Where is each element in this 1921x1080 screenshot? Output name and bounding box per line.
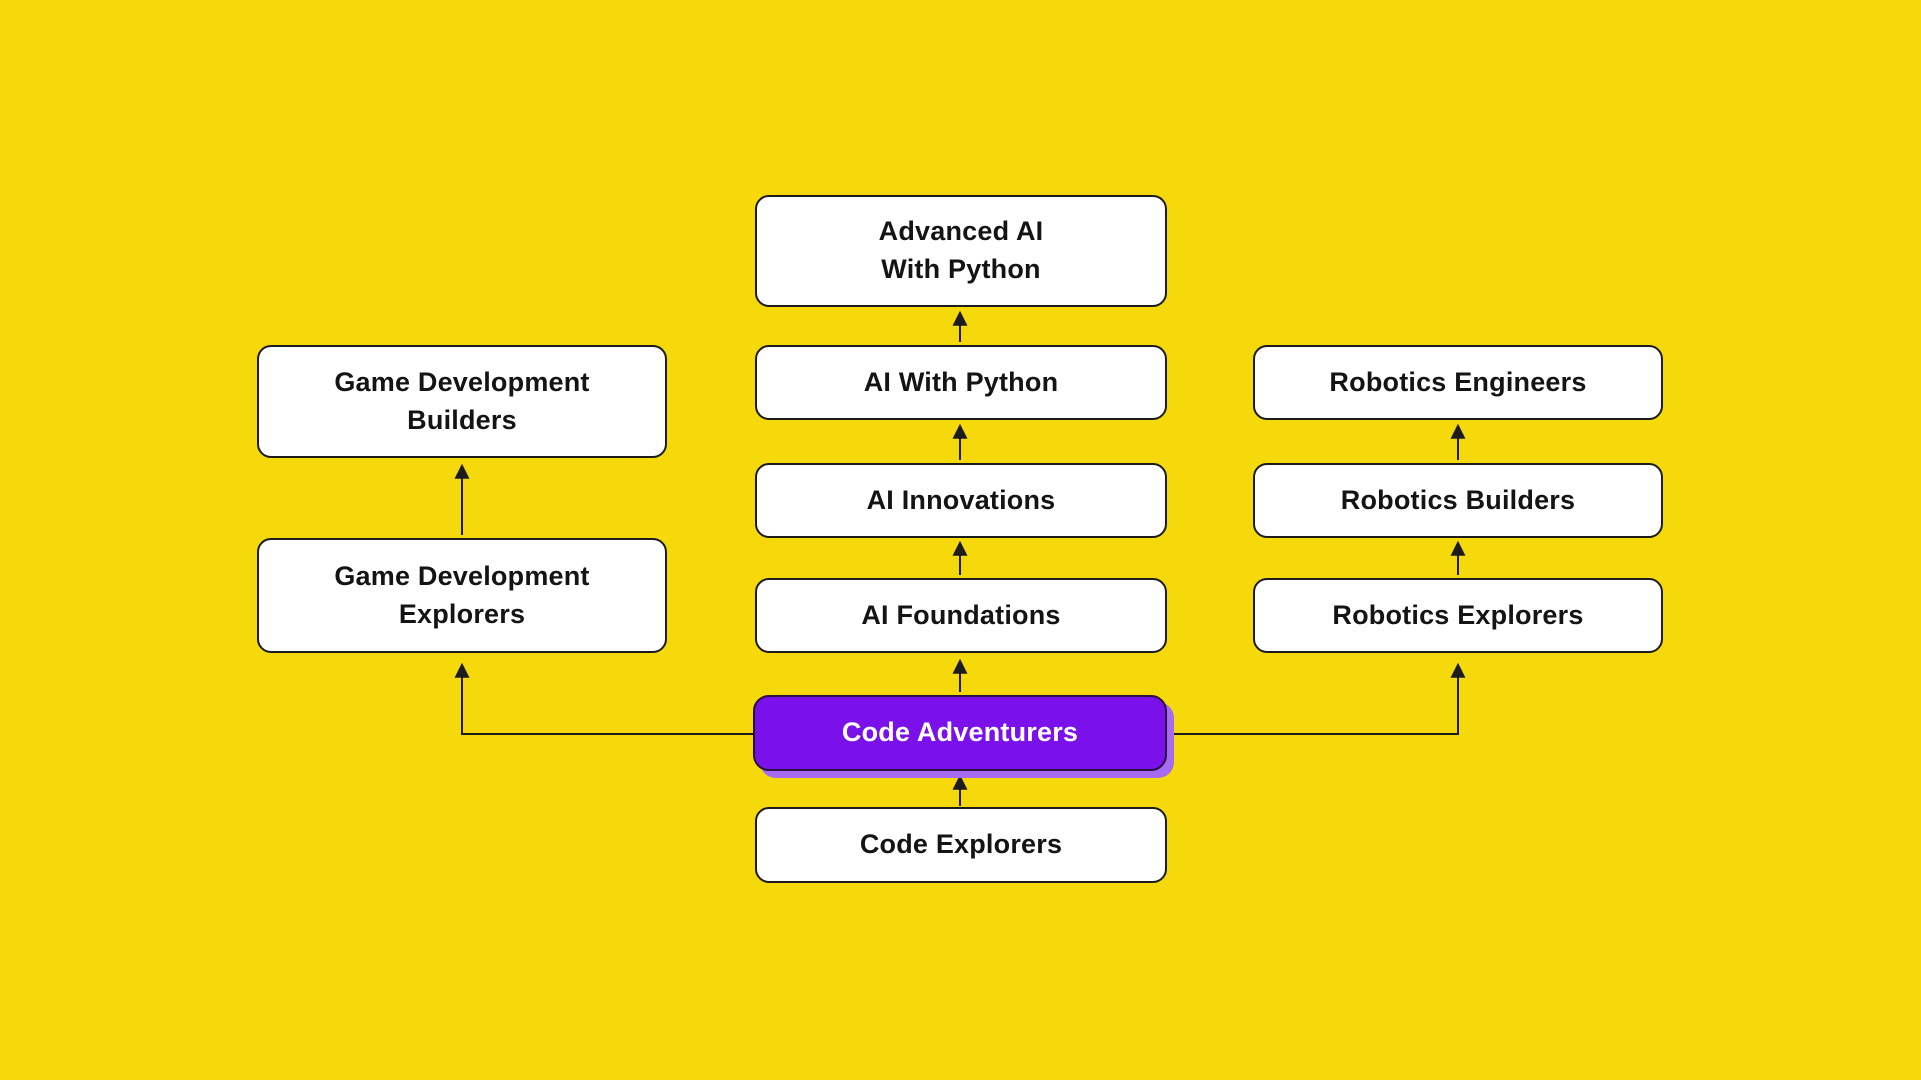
node-code-explorers: Code Explorers [755, 807, 1167, 883]
arrow-code-adventurers-to-game-dev-explorers [454, 662, 753, 735]
node-ai-innovations: AI Innovations [755, 463, 1167, 538]
node-ai-with-python: AI With Python [755, 345, 1167, 420]
node-ai-foundations: AI Foundations [755, 578, 1167, 653]
node-game-development-explorers: Game Development Explorers [257, 538, 667, 653]
node-advanced-ai-with-python: Advanced AI With Python [755, 195, 1167, 307]
node-code-adventurers-highlighted: Code Adventurers [753, 695, 1167, 771]
node-robotics-explorers: Robotics Explorers [1253, 578, 1663, 653]
node-robotics-engineers: Robotics Engineers [1253, 345, 1663, 420]
arrow-code-adventurers-to-robotics-explorers [1167, 662, 1466, 735]
node-robotics-builders: Robotics Builders [1253, 463, 1663, 538]
node-game-development-builders: Game Development Builders [257, 345, 667, 458]
